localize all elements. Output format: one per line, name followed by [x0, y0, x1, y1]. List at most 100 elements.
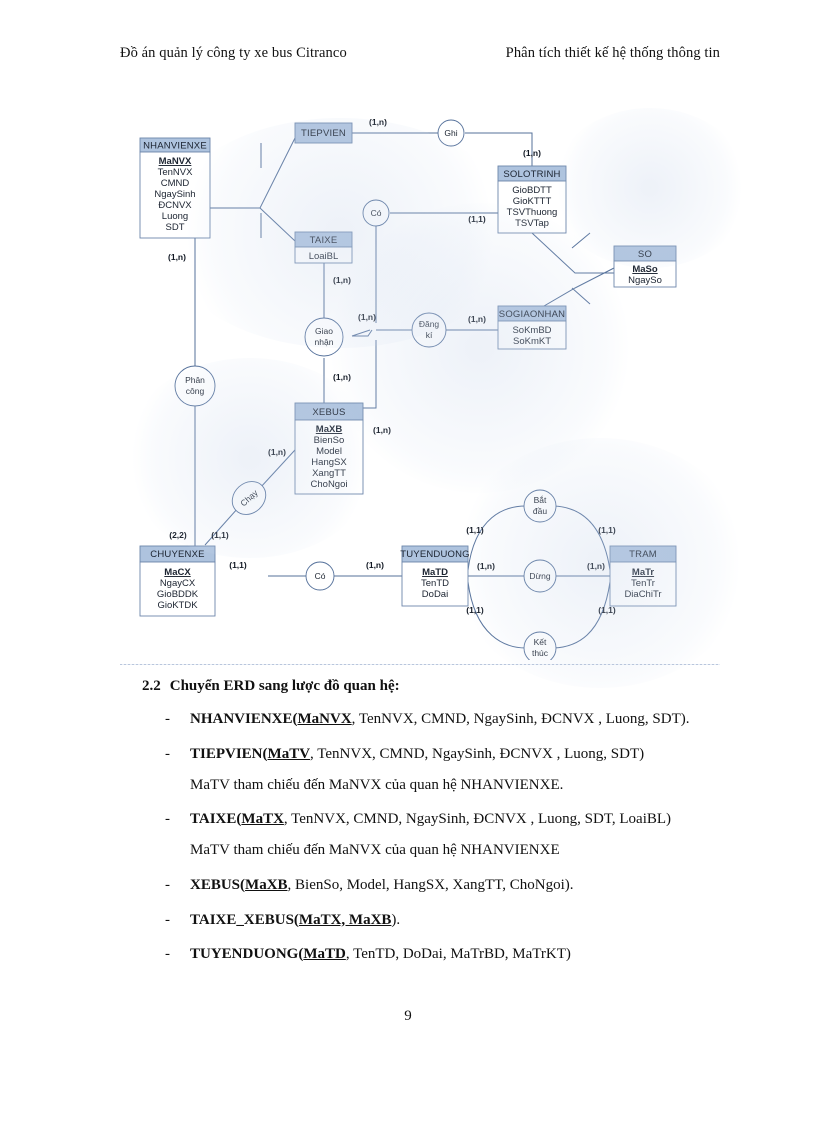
paren-open: (	[240, 876, 246, 893]
attr-item: TSVThuong	[507, 207, 558, 218]
relationship-dung[interactable]: Dừng	[523, 559, 557, 593]
entity-sogiaonhan[interactable]: SOGIAONHAN SoKmBD SoKmKT	[497, 305, 567, 350]
list-bullet: -	[165, 745, 170, 762]
erd-figure: NHANVIENXE MaNVX TenNVX CMND NgaySinh ĐC…	[120, 108, 750, 688]
attr-item: GioBDTT	[512, 185, 552, 196]
attribute-list: , TenTD, DoDai, MaTrBD, MaTrKT)	[345, 946, 571, 963]
relationship-ketthuc[interactable]: Kết thúc	[523, 631, 557, 660]
primary-key: MaNVX	[297, 711, 352, 727]
attr-item: ĐCNVX	[158, 200, 192, 211]
relationship-label: Kết	[534, 637, 547, 647]
relationship-batdau[interactable]: Bắt đầu	[523, 489, 557, 523]
attr-pk: MaNVX	[159, 156, 192, 167]
relation-schema-list: - NHANVIENXE(MaNVX, TenNVX, CMND, NgaySi…	[120, 709, 720, 966]
attr-item: ChoNgoi	[311, 479, 348, 490]
attr-item: GioKTDK	[157, 600, 198, 611]
attr-item: HangSX	[311, 457, 347, 468]
list-bullet: -	[165, 911, 170, 928]
primary-key: MaTX	[241, 811, 284, 828]
primary-key: MaTD	[303, 946, 346, 963]
relationship-phancong[interactable]: Phân công	[174, 365, 216, 407]
entity-tiepvien[interactable]: TIEPVIEN	[294, 122, 353, 144]
primary-key: MaTV	[267, 745, 311, 762]
primary-key: MaXB	[245, 876, 288, 893]
relationship-co-bottom[interactable]: Có	[305, 561, 335, 591]
cardinality-label: (1,1)	[211, 530, 229, 540]
entity-solotrinh[interactable]: SOLOTRINH GioBDTT GioKTTT TSVThuong TSVT…	[497, 165, 567, 234]
attr-item: LoaiBL	[309, 251, 339, 262]
attr-item: NgaySo	[628, 275, 662, 286]
section-title: Chuyển ERD sang lược đồ quan hệ:	[169, 678, 400, 694]
reference-note: MaTV tham chiếu đến MaNVX của quan hệ NH…	[190, 776, 564, 793]
entity-taixe[interactable]: TAIXE LoaiBL	[294, 231, 353, 264]
relationship-label: Dừng	[529, 571, 551, 581]
attr-item: TSVTap	[515, 218, 549, 229]
entity-nhanvienxe[interactable]: NHANVIENXE MaNVX TenNVX CMND NgaySinh ĐC…	[139, 137, 211, 239]
cardinality-label: (1,n)	[523, 148, 541, 158]
attr-item: NgayCX	[160, 578, 196, 589]
entity-xebus[interactable]: XEBUS MaXB BienSo Model HangSX XangTT Ch…	[294, 402, 364, 495]
relationship-label: kí	[426, 330, 433, 340]
relationship-label: Bắt	[534, 495, 547, 505]
cardinality-label: (1,1)	[466, 525, 484, 535]
list-item: - TIEPVIEN(MaTV, TenNVX, CMND, NgaySinh,…	[120, 744, 720, 766]
relation-name: TIEPVIEN	[190, 745, 263, 762]
attr-item: TenTr	[631, 578, 655, 589]
paren-open: (	[262, 745, 268, 762]
attr-item: CMND	[161, 178, 190, 189]
cardinality-label: (1,1)	[468, 214, 486, 224]
attr-item: SoKmKT	[513, 336, 551, 347]
entity-tram[interactable]: TRAM MaTr TenTr DiaChiTr	[609, 545, 677, 607]
cardinality-label: (1,1)	[598, 525, 616, 535]
attr-item: GioBDDK	[157, 589, 199, 600]
relationship-label: Giao	[315, 326, 333, 336]
relation-name: XEBUS	[190, 876, 241, 893]
relationship-dangki[interactable]: Đăng kí	[411, 312, 447, 348]
entity-title: TAIXE	[310, 235, 338, 246]
list-item: - TAIXE_XEBUS(MaTX, MaXB).	[120, 910, 720, 932]
relationship-label: Đăng	[419, 319, 440, 329]
relationship-label: Có	[371, 208, 382, 218]
header-left-text: Đồ án quản lý công ty xe bus Citranco	[120, 45, 347, 61]
attr-item: GioKTTT	[513, 196, 552, 207]
paren-open: (	[293, 911, 299, 928]
cardinality-label: (1,n)	[373, 425, 391, 435]
relationship-label: Phân	[185, 375, 205, 385]
cardinality-label: (1,1)	[598, 605, 616, 615]
cardinality-label: (1,n)	[369, 117, 387, 127]
attr-pk: MaSo	[632, 264, 658, 275]
relationship-label: công	[186, 386, 205, 396]
entity-title: TRAM	[629, 549, 657, 560]
cardinality-label: (1,1)	[229, 560, 247, 570]
erd-connectors	[194, 132, 615, 649]
cardinality-label: (1,n)	[333, 275, 351, 285]
list-bullet: -	[165, 711, 170, 727]
relation-name: TAIXE_XEBUS	[190, 911, 294, 928]
relationship-giaonhan[interactable]: Giao nhận	[304, 317, 344, 357]
entity-tuyenduong[interactable]: TUYENDUONG MaTD TenTD DoDai	[400, 545, 470, 607]
list-item: - NHANVIENXE(MaNVX, TenNVX, CMND, NgaySi…	[120, 709, 720, 731]
entity-so[interactable]: SO MaSo NgaySo	[613, 245, 677, 288]
entity-title: SO	[638, 249, 652, 260]
attr-item: TenTD	[421, 578, 449, 589]
cardinality-label: (1,1)	[466, 605, 484, 615]
relationship-label: Có	[315, 571, 326, 581]
entity-title: TUYENDUONG	[400, 549, 470, 560]
attr-pk: MaTD	[422, 567, 448, 578]
entity-chuyenxe[interactable]: CHUYENXE MaCX NgayCX GioBDDK GioKTDK	[139, 545, 216, 617]
attr-pk: MaCX	[164, 567, 191, 578]
relationship-ghi[interactable]: Ghi	[437, 119, 465, 147]
attr-pk: MaTr	[632, 567, 654, 578]
relationship-co-top[interactable]: Có	[362, 199, 390, 227]
primary-key: MaTX, MaXB	[298, 911, 392, 928]
relationship-chay[interactable]: Chạy	[226, 475, 273, 521]
attribute-list: , BienSo, Model, HangSX, XangTT, ChoNgoi…	[287, 876, 574, 893]
cardinality-label: (1,n)	[468, 314, 486, 324]
reference-note: MaTV tham chiếu đến MaNVX của quan hệ NH…	[190, 842, 560, 858]
list-item: - XEBUS(MaXB, BienSo, Model, HangSX, Xan…	[120, 875, 720, 897]
relation-name: NHANVIENXE	[190, 711, 293, 727]
attr-item: TenNVX	[158, 167, 194, 178]
